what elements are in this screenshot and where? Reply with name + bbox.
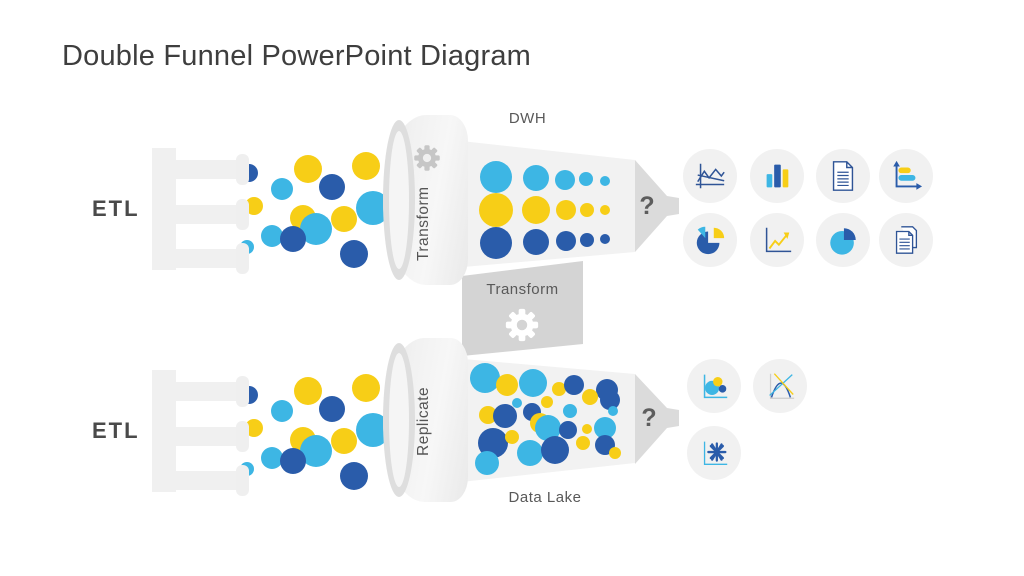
curve-chart-icon [753, 359, 807, 413]
top-etl-label: ETL [92, 196, 140, 221]
data-dot [261, 447, 283, 469]
data-dot [294, 377, 322, 405]
data-dot [290, 205, 316, 231]
data-dot [271, 178, 293, 200]
starburst-chart-icon [687, 426, 741, 480]
bottom-funnel-mouth [383, 338, 468, 502]
bar-chart-axes-icon [879, 149, 933, 203]
data-dot [294, 155, 322, 183]
data-dot [290, 427, 316, 453]
column-chart-icon [750, 149, 804, 203]
bottom-question-mark: ? [641, 404, 657, 432]
data-dot [300, 435, 332, 467]
data-dot [352, 152, 380, 180]
connector-label: Transform [486, 281, 559, 298]
data-dot [319, 174, 345, 200]
page-title: Double Funnel PowerPoint Diagram [62, 40, 532, 72]
gear-icon [503, 306, 541, 344]
pie-chart-exploded-icon [683, 213, 737, 267]
data-dot [340, 462, 368, 490]
bubble-chart-icon [687, 359, 741, 413]
data-dot [271, 400, 293, 422]
data-dot [352, 374, 380, 402]
data-dot [340, 240, 368, 268]
top-funnel-stage-label: Transform [415, 186, 432, 262]
line-chart-icon [683, 149, 737, 203]
pie-chart-quarter-icon [816, 213, 870, 267]
data-dot [331, 206, 357, 232]
bottom-etl-source-shape [152, 370, 252, 496]
data-dot [300, 213, 332, 245]
document-icon [816, 149, 870, 203]
gear-icon [412, 143, 442, 173]
top-funnel-body [452, 140, 635, 268]
documents-stacked-icon [879, 213, 933, 267]
top-etl-source-shape [152, 148, 252, 274]
data-dot [261, 225, 283, 247]
data-dot [280, 226, 306, 252]
bottom-funnel-stage-label: Replicate [415, 386, 432, 456]
data-dot [331, 428, 357, 454]
bottom-etl-label: ETL [92, 418, 140, 443]
data-lake-label: Data Lake [508, 489, 582, 506]
top-funnel-mouth [383, 115, 468, 285]
data-dot [319, 396, 345, 422]
data-dot [280, 448, 306, 474]
dwh-label: DWH [508, 110, 547, 127]
bottom-funnel-body [452, 358, 635, 483]
trend-line-icon [750, 213, 804, 267]
top-question-mark: ? [639, 192, 655, 220]
